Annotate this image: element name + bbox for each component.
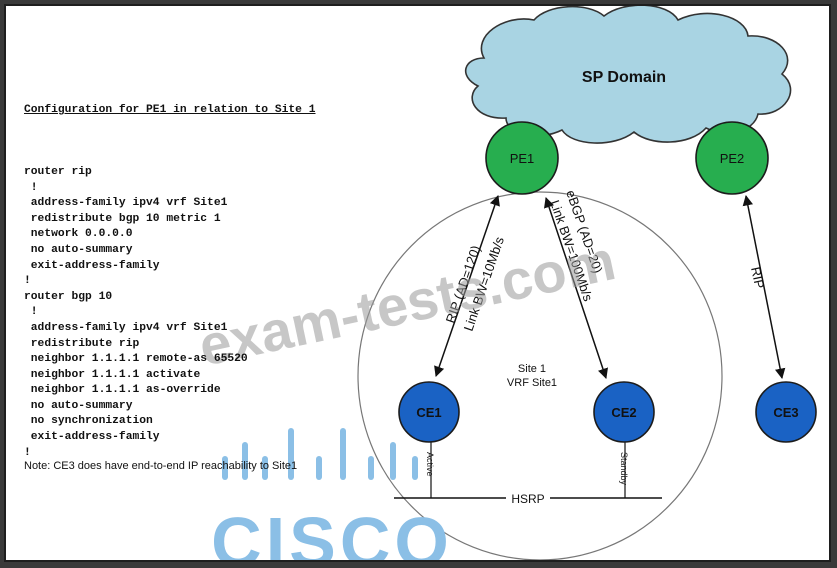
active-label: Active — [425, 452, 435, 477]
sp-domain-cloud: SP Domain — [465, 6, 792, 144]
rip-link-pe2-ce3 — [742, 194, 786, 380]
config-line: redistribute rip — [24, 337, 140, 350]
config-line: address-family ipv4 vrf Site1 — [24, 197, 228, 210]
config-lines: router rip ! address-family ipv4 vrf Sit… — [24, 165, 316, 461]
vrf-label: VRF Site1 — [507, 377, 557, 389]
config-line: exit-address-family — [24, 431, 160, 444]
config-line: exit-address-family — [24, 259, 160, 272]
ce1-label: CE1 — [416, 405, 441, 420]
config-line: no auto-summary — [24, 243, 133, 256]
config-line: router bgp 10 — [24, 290, 113, 303]
config-line: ! — [24, 275, 31, 288]
cisco-logo: CISCO — [211, 428, 453, 562]
ce2-node[interactable]: CE2 — [593, 381, 655, 443]
ce3-label: CE3 — [773, 405, 798, 420]
pe1-node[interactable]: PE1 — [485, 121, 559, 195]
ebgp-link-pe1-ce2 — [544, 197, 608, 379]
site1-boundary — [357, 191, 723, 560]
reachability-note: Note: CE3 does have end-to-end IP reacha… — [24, 460, 298, 472]
config-line: redistribute bgp 10 metric 1 — [24, 212, 221, 225]
standby-label: Standby — [619, 452, 629, 486]
site-label: Site 1 — [518, 363, 546, 375]
network-diagram: SP Domain HSRP Active Standby RIP (AD=12… — [193, 6, 817, 562]
pe2-label: PE2 — [720, 151, 745, 166]
config-line: address-family ipv4 vrf Site1 — [24, 321, 228, 334]
ce2-label: CE2 — [611, 405, 636, 420]
config-line: neighbor 1.1.1.1 remote-as 65520 — [24, 353, 248, 366]
config-line: ! — [24, 446, 31, 459]
config-line: ! — [24, 306, 38, 319]
config-line: neighbor 1.1.1.1 activate — [24, 368, 201, 381]
diagram-frame: SP Domain HSRP Active Standby RIP (AD=12… — [4, 4, 831, 562]
hsrp-label-bg — [506, 490, 550, 506]
ce1-node[interactable]: CE1 — [398, 381, 460, 443]
config-line: neighbor 1.1.1.1 as-override — [24, 384, 221, 397]
config-line: router rip — [24, 165, 92, 178]
pe1-config-listing: Configuration for PE1 in relation to Sit… — [24, 72, 316, 492]
config-heading: Configuration for PE1 in relation to Sit… — [24, 104, 316, 117]
ce3-node[interactable]: CE3 — [755, 381, 817, 443]
pe2-rip-label: RIP — [748, 266, 767, 290]
pe2-node[interactable]: PE2 — [695, 121, 769, 195]
cloud-label: SP Domain — [582, 69, 666, 86]
pe1-label: PE1 — [510, 151, 535, 166]
config-line: no synchronization — [24, 415, 153, 428]
rip-link-pe1-ce1 — [434, 195, 500, 377]
hsrp-label: HSRP — [511, 492, 544, 506]
cisco-wordmark: CISCO — [211, 503, 453, 562]
config-line: ! — [24, 181, 38, 194]
config-line: network 0.0.0.0 — [24, 228, 133, 241]
config-line: no auto-summary — [24, 399, 133, 412]
